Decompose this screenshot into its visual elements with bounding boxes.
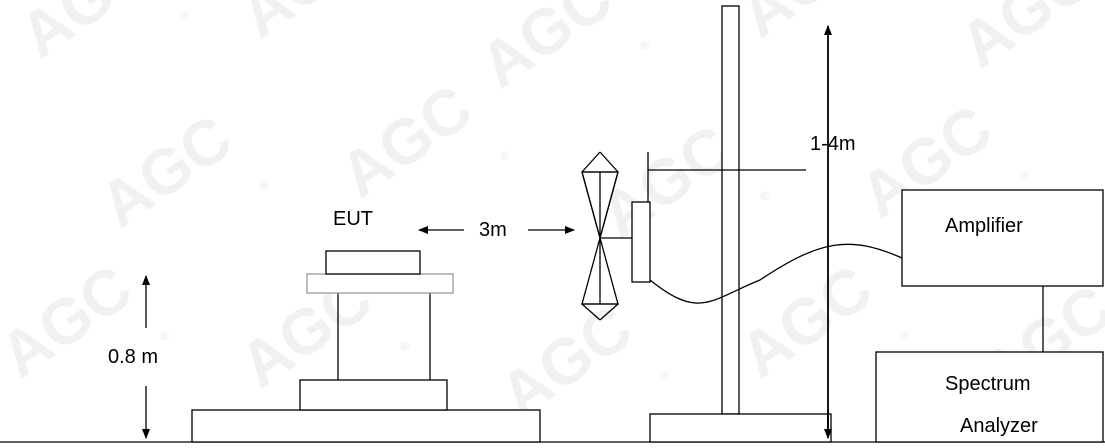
watermark-text: AGC — [7, 0, 165, 71]
watermark-text: AGC — [327, 71, 485, 212]
watermark-text: AGC — [227, 0, 385, 51]
biconical-antenna — [581, 151, 619, 321]
watermark-text: AGC — [587, 111, 745, 252]
analyzer-label-line1: Spectrum — [945, 373, 1031, 395]
watermark-text: AGC — [947, 0, 1105, 81]
eut-box — [325, 250, 421, 275]
antenna-cable — [649, 243, 903, 304]
amplifier-box — [901, 189, 1104, 287]
antenna-mount — [631, 201, 651, 283]
watermark-registered-mark: ® — [660, 369, 669, 383]
watermark-text: AGC — [87, 101, 245, 242]
watermark-registered-mark: ® — [400, 339, 409, 353]
watermark-text: AGC — [467, 0, 625, 101]
watermark-registered-mark: ® — [180, 9, 189, 23]
watermark-registered-mark: ® — [260, 179, 269, 193]
watermark-registered-mark: ® — [640, 39, 649, 53]
watermark-text: AGC — [727, 0, 885, 51]
table-top — [306, 273, 454, 294]
analyzer-label-line2: Analyzer — [960, 415, 1038, 437]
spectrum-analyzer-box — [875, 351, 1104, 443]
eut-label: EUT — [333, 208, 373, 230]
table-lower-block — [299, 379, 448, 411]
watermark-registered-mark: ® — [760, 189, 769, 203]
distance-label: 3m — [479, 219, 507, 241]
watermark-registered-mark: ® — [900, 329, 909, 343]
watermark-registered-mark: ® — [160, 329, 169, 343]
turntable-base — [191, 409, 541, 443]
watermark-registered-mark: ® — [500, 149, 509, 163]
watermark-text: AGC — [0, 251, 145, 392]
mast-base — [649, 413, 832, 443]
watermark-text: AGC — [727, 251, 885, 392]
watermark-registered-mark: ® — [1020, 169, 1029, 183]
table-height-label: 0.8 m — [108, 346, 158, 368]
antenna-mast — [721, 5, 740, 415]
amplifier-label: Amplifier — [945, 215, 1023, 237]
watermark-registered-mark: ® — [900, 0, 909, 3]
watermark-registered-mark: ® — [400, 0, 409, 3]
height-range-label: 1-4m — [810, 133, 856, 155]
